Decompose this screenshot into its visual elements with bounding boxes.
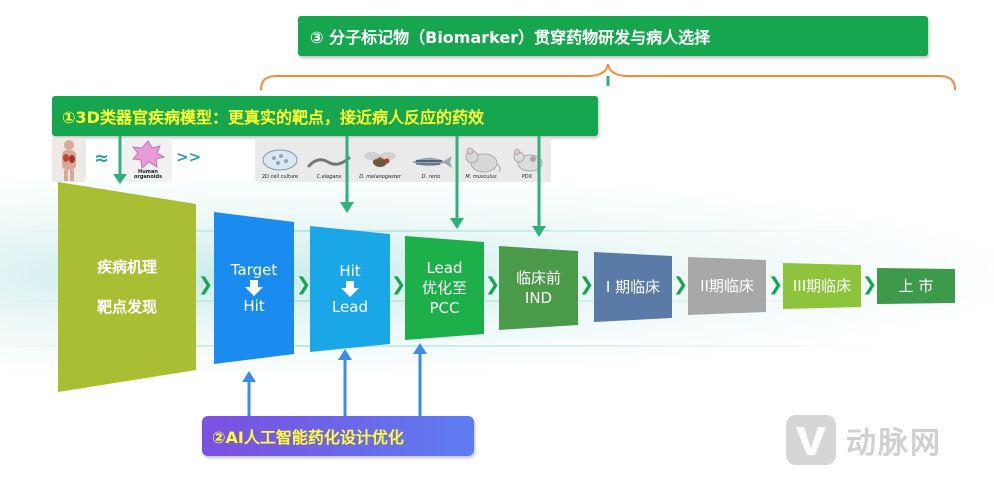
human-body-icon	[52, 138, 86, 182]
chevron-right-icon: ❯	[673, 274, 689, 295]
background-streak	[0, 345, 994, 347]
stage-target-to-hit: Target Hit	[214, 212, 294, 364]
biomarker-banner: ③ 分子标记物（Biomarker）贯穿药物研发与病人选择	[298, 16, 928, 56]
organoid-to-hit-arrow	[340, 136, 354, 213]
model-m-musculus: M. musculus	[457, 140, 505, 180]
ai-design-banner-text: ②AI人工智能药化设计优化	[212, 428, 404, 447]
mouse-icon	[465, 147, 501, 173]
organoid-model-banner: ①3D类器官疾病模型：更真实的靶点，接近病人反应的药效	[52, 96, 598, 136]
model-d-melanogaster: D. melanogaster	[355, 140, 405, 180]
model-label: M. musculus	[465, 174, 497, 180]
down-arrow-icon	[340, 281, 359, 297]
logo-mark-icon	[786, 415, 836, 465]
fruit-fly-icon	[364, 152, 396, 167]
chevron-right-icon: ❯	[198, 274, 214, 295]
ai-to-target-arrow	[242, 371, 256, 418]
stage-disease-mechanism: 疾病机理 靶点发现	[58, 182, 196, 392]
stage-label: Hit	[339, 262, 361, 280]
down-arrow-icon	[245, 280, 263, 296]
model-organisms-strip	[255, 138, 551, 182]
ai-to-lead-arrow	[413, 343, 427, 418]
approx-symbol: ≈	[94, 148, 110, 169]
organoid-to-disease-arrow	[113, 136, 127, 184]
stage-label: 优化至	[421, 279, 467, 297]
stage-label: Lead	[331, 298, 369, 316]
ai-to-hit-arrow	[338, 349, 352, 418]
stage-label: 临床前	[515, 269, 561, 287]
stage-label: PCC	[429, 299, 460, 317]
model-label: D. melanogaster	[359, 174, 401, 180]
greater-symbol: >>	[176, 148, 202, 166]
model-2d-cell-culture: 2D cell culture	[257, 140, 303, 180]
model-comparison-row: ≈ Human organoids >> 2D cell culture C.e…	[52, 138, 551, 182]
stage-lead-optimization: Lead 优化至 PCC	[405, 236, 484, 340]
model-d-rerio: D. rerio	[407, 140, 455, 180]
chevron-right-icon: ❯	[391, 274, 407, 295]
biomarker-to-model-arrow	[606, 76, 610, 86]
biomarker-banner-text: ③ 分子标记物（Biomarker）贯穿药物研发与病人选择	[310, 28, 711, 47]
chevron-right-icon: ❯	[768, 274, 784, 295]
chevron-right-icon: ❯	[579, 274, 595, 295]
chevron-right-icon: ❯	[296, 274, 312, 295]
human-organoids-label: Human organoids	[133, 169, 163, 180]
human-organoid-tile: Human organoids	[124, 138, 172, 182]
stage-label: 疾病机理	[96, 258, 157, 276]
background-streak	[0, 300, 994, 302]
logo-text: 动脉网	[846, 426, 942, 461]
organoid-to-lead-arrow	[450, 136, 464, 229]
stage-phase-3: III期临床	[783, 263, 861, 309]
organoid-icon	[131, 140, 166, 169]
stage-label: III期临床	[792, 277, 852, 295]
pdx-mouse-icon	[513, 149, 543, 172]
stage-phase-2: II期临床	[688, 257, 766, 315]
model-label: D. rerio	[421, 174, 441, 180]
model-c-elegans: C.elegans	[305, 140, 353, 180]
stage-preclinical: 临床前 IND	[499, 246, 578, 330]
stage-label: IND	[524, 289, 553, 307]
chevron-right-icon: ❯	[485, 274, 501, 295]
petri-dish-icon	[262, 149, 298, 171]
organoid-to-preclinical-arrow	[532, 136, 546, 237]
stage-label: Lead	[426, 259, 463, 277]
stage-hit-to-lead: Hit Lead	[310, 226, 390, 352]
model-label: PDX	[521, 174, 533, 180]
model-label: 2D cell culture	[261, 174, 299, 180]
stage-label: Hit	[243, 297, 265, 315]
model-pdx: PDX	[505, 140, 549, 180]
stage-label: II期临床	[700, 277, 754, 295]
chevron-right-icon: ❯	[862, 274, 878, 295]
background-streak	[0, 230, 994, 232]
stage-label: 靶点发现	[96, 298, 157, 316]
stage-label: I 期临床	[605, 278, 661, 296]
zebrafish-icon	[412, 156, 452, 168]
stage-phase-1: I 期临床	[594, 252, 672, 322]
worm-icon	[307, 156, 351, 168]
model-label: C.elegans	[316, 174, 342, 180]
stage-market: 上 市	[877, 268, 955, 304]
stage-label: 上 市	[898, 277, 934, 295]
watermark-logo: 动脉网	[786, 415, 942, 465]
ai-design-banner: ②AI人工智能药化设计优化	[202, 416, 474, 456]
stage-label: Target	[230, 261, 278, 279]
orange-brace	[260, 63, 956, 91]
organoid-model-banner-text: ①3D类器官疾病模型：更真实的靶点，接近病人反应的药效	[62, 108, 484, 127]
